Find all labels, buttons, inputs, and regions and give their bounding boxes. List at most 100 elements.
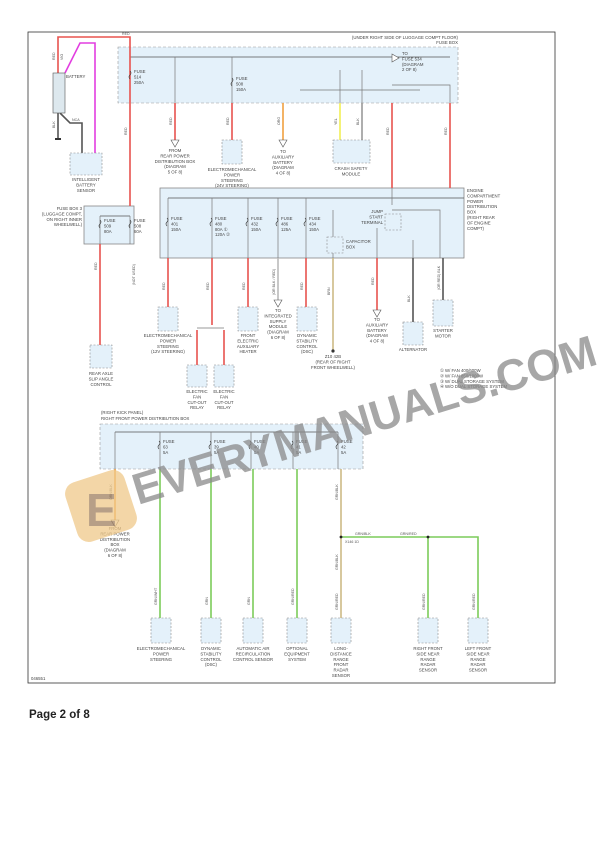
fuse-icon — [303, 217, 307, 227]
wire-color-label: GRN — [205, 597, 209, 605]
component-label-fan2: RELAY — [217, 405, 231, 410]
component-box — [242, 617, 264, 644]
wire-color-label: GRN/RED — [472, 593, 476, 610]
splice-dot-icon — [339, 535, 343, 539]
component-label-dsc2: DYNAMIC — [201, 646, 221, 651]
wire-color-label: BLK — [356, 118, 360, 125]
component-label-ldr: DISTANCE — [330, 651, 352, 656]
wire-color-label: (OR BLK / RED) — [272, 269, 276, 295]
component-label-jump: TERMINAL — [361, 220, 383, 225]
component-label-jump: START — [369, 214, 383, 219]
watermark-text: EVERYMANUALS.COM — [127, 327, 603, 515]
component-label-eps24: (24V STEERING) — [215, 183, 249, 188]
fuse-icon — [128, 70, 132, 80]
fuse-label: 150A — [309, 227, 319, 232]
fuse-icon — [165, 217, 169, 227]
wire-color-label: GRN/BLK — [355, 532, 371, 536]
component-label-rear_axle: CONTROL — [90, 382, 112, 387]
component-label-from_rear1: FROM — [169, 148, 182, 153]
engine-box-label: OF ENGINE — [467, 220, 491, 225]
fuse-label: 5A — [163, 450, 168, 455]
component-box — [417, 617, 439, 644]
component-label-crash: MODULE — [342, 171, 361, 176]
component-label-eps_b: POWER — [153, 651, 169, 656]
component-label-ism: SUPPLY — [270, 319, 287, 324]
fuse-icon — [208, 440, 212, 450]
battery-symbol — [52, 72, 66, 114]
component-label-aarcs: AUTOMATIC AIR — [236, 646, 269, 651]
engine-box-label: BOX — [467, 210, 476, 215]
engine-box-label: (RIGHT REAR — [467, 215, 495, 220]
component-label-ibs: INTELLIGENT — [72, 177, 100, 182]
diagram-id: 046551 — [31, 676, 46, 681]
component-label-fan1: RELAY — [190, 405, 204, 410]
fuse-label: 41 — [296, 444, 301, 449]
component-label-ground: (REAR OF RIGHT — [315, 359, 350, 364]
fuse-label: 401 — [171, 221, 179, 226]
wire-color-label: GRN/BLK — [335, 484, 339, 500]
component-label-eps12: STEERING — [157, 344, 180, 349]
fuse-label: 5A — [214, 450, 219, 455]
component-label-aarcs: RECIRCULATION — [236, 651, 271, 656]
wires — [57, 36, 479, 618]
component-label-dsc1: DYNAMIC — [297, 333, 317, 338]
component-label-rfs: RANGE — [420, 657, 435, 662]
component-label-from_rear2: DISTRIBUTION — [100, 537, 130, 542]
engine-box-label: COMPT) — [467, 226, 485, 231]
component-label-to_aux2: (DIAGRAM — [366, 333, 388, 338]
component-label-fan2: ELECTRIC — [213, 389, 234, 394]
component-label-ldr: LONG- — [334, 646, 348, 651]
wire — [341, 536, 429, 618]
splice-dot-icon — [426, 535, 430, 539]
fuse-label: 432 — [251, 221, 259, 226]
fuse-box-3-label: (LUGGAGE COMPT, — [42, 211, 82, 216]
component-label-dsc2: CONTROL — [200, 657, 222, 662]
component-label-fan1: FAN — [193, 394, 201, 399]
connector-triangle-icon — [278, 139, 288, 148]
wire-color-label: RED — [94, 262, 98, 270]
fuse-label: FUSE — [281, 216, 293, 221]
fuse-label: FUSE — [214, 439, 226, 444]
fuse-label: FUSE — [104, 218, 116, 223]
labels: FUSE514250AFUSE508150AFUSE50980AFUSE5086… — [42, 32, 508, 678]
component-label-ldr: SENSOR — [332, 673, 350, 678]
wire-color-label: RED — [242, 282, 246, 290]
component-label-from_rear2: BOX — [110, 542, 119, 547]
engine-box-label: POWER — [467, 199, 483, 204]
ground-icon — [331, 349, 335, 353]
front-distribution-box — [99, 423, 364, 470]
fuse-label: FUSE — [215, 216, 227, 221]
fuse-label: 514 — [134, 74, 142, 79]
fuse-label: FUSE — [341, 439, 353, 444]
component-label-ism: INTEGRATED — [264, 313, 291, 318]
component-label-ism: MODULE — [269, 324, 288, 329]
component-label-alternator: ALTERNATOR — [399, 347, 427, 352]
fuse-label: 40 — [254, 444, 259, 449]
fuse-label: FUSE — [171, 216, 183, 221]
fuse-label: 250A — [134, 80, 144, 85]
wire-color-label: VIO — [60, 54, 64, 60]
component-label-dsc1: CONTROL — [296, 344, 318, 349]
bus-line — [392, 84, 451, 103]
legend-note: ① W/ FAN 400/600W — [440, 368, 482, 373]
component-label-from_rear1: (DIAGRAM — [164, 164, 186, 169]
connector-triangle-icon — [391, 53, 400, 63]
component-label-rfs: SENSOR — [419, 668, 437, 673]
component-label-to_aux1: 4 OF 8) — [276, 171, 291, 176]
engine-box-label: COMPARTMENT — [467, 193, 501, 198]
fuse-label: 508 — [134, 223, 142, 228]
component-box — [296, 306, 318, 332]
fuse-label: 5A — [296, 450, 301, 455]
wire — [428, 536, 479, 618]
component-label-ldr: RANGE — [333, 657, 348, 662]
component-label-ism: (DIAGRAM — [267, 330, 289, 335]
component-box — [200, 617, 222, 644]
fuse-label: FUSE — [254, 439, 266, 444]
page-number: Page 2 of 8 — [29, 709, 90, 721]
component-label-ground: Z10 42B — [325, 354, 341, 359]
component-label-lfs: RANGE — [470, 657, 485, 662]
fuse-label: 5A — [254, 450, 259, 455]
component-box — [213, 364, 235, 388]
component-box — [332, 139, 371, 164]
watermark-logo — [65, 470, 137, 542]
